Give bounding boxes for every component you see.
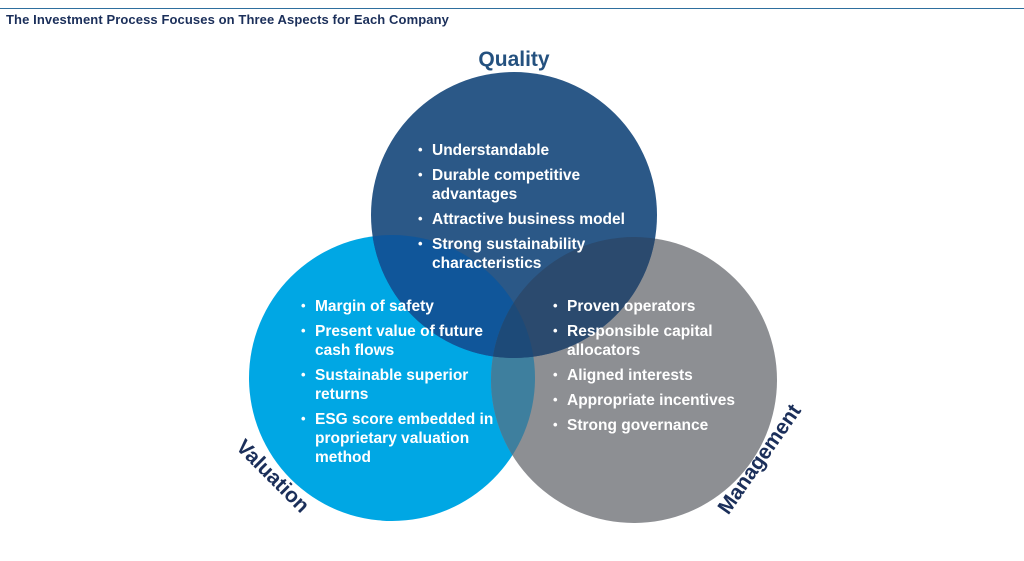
management-list: Proven operators Responsible capital all… xyxy=(553,296,753,441)
quality-item: Understandable xyxy=(418,140,648,160)
quality-list: Understandable Durable competitive advan… xyxy=(418,140,648,279)
management-item: Responsible capital allocators xyxy=(553,321,753,360)
quality-item: Durable competitive advantages xyxy=(418,165,648,204)
page-title: The Investment Process Focuses on Three … xyxy=(6,12,449,27)
overlap-quality-valuation xyxy=(371,235,535,358)
valuation-item: Present value of future cash flows xyxy=(301,321,501,360)
quality-item: Strong sustainability characteristics xyxy=(418,234,648,273)
valuation-item: Margin of safety xyxy=(301,296,501,316)
management-item: Aligned interests xyxy=(553,365,753,385)
top-rule xyxy=(0,8,1024,9)
label-quality: Quality xyxy=(478,48,550,71)
overlap-quality-management xyxy=(491,237,657,358)
management-item: Strong governance xyxy=(553,415,753,435)
valuation-item: ESG score embedded in proprietary valuat… xyxy=(301,409,501,467)
valuation-item: Sustainable superior returns xyxy=(301,365,501,404)
quality-item: Attractive business model xyxy=(418,209,648,229)
management-item: Proven operators xyxy=(553,296,753,316)
management-item: Appropriate incentives xyxy=(553,390,753,410)
valuation-list: Margin of safety Present value of future… xyxy=(301,296,501,473)
